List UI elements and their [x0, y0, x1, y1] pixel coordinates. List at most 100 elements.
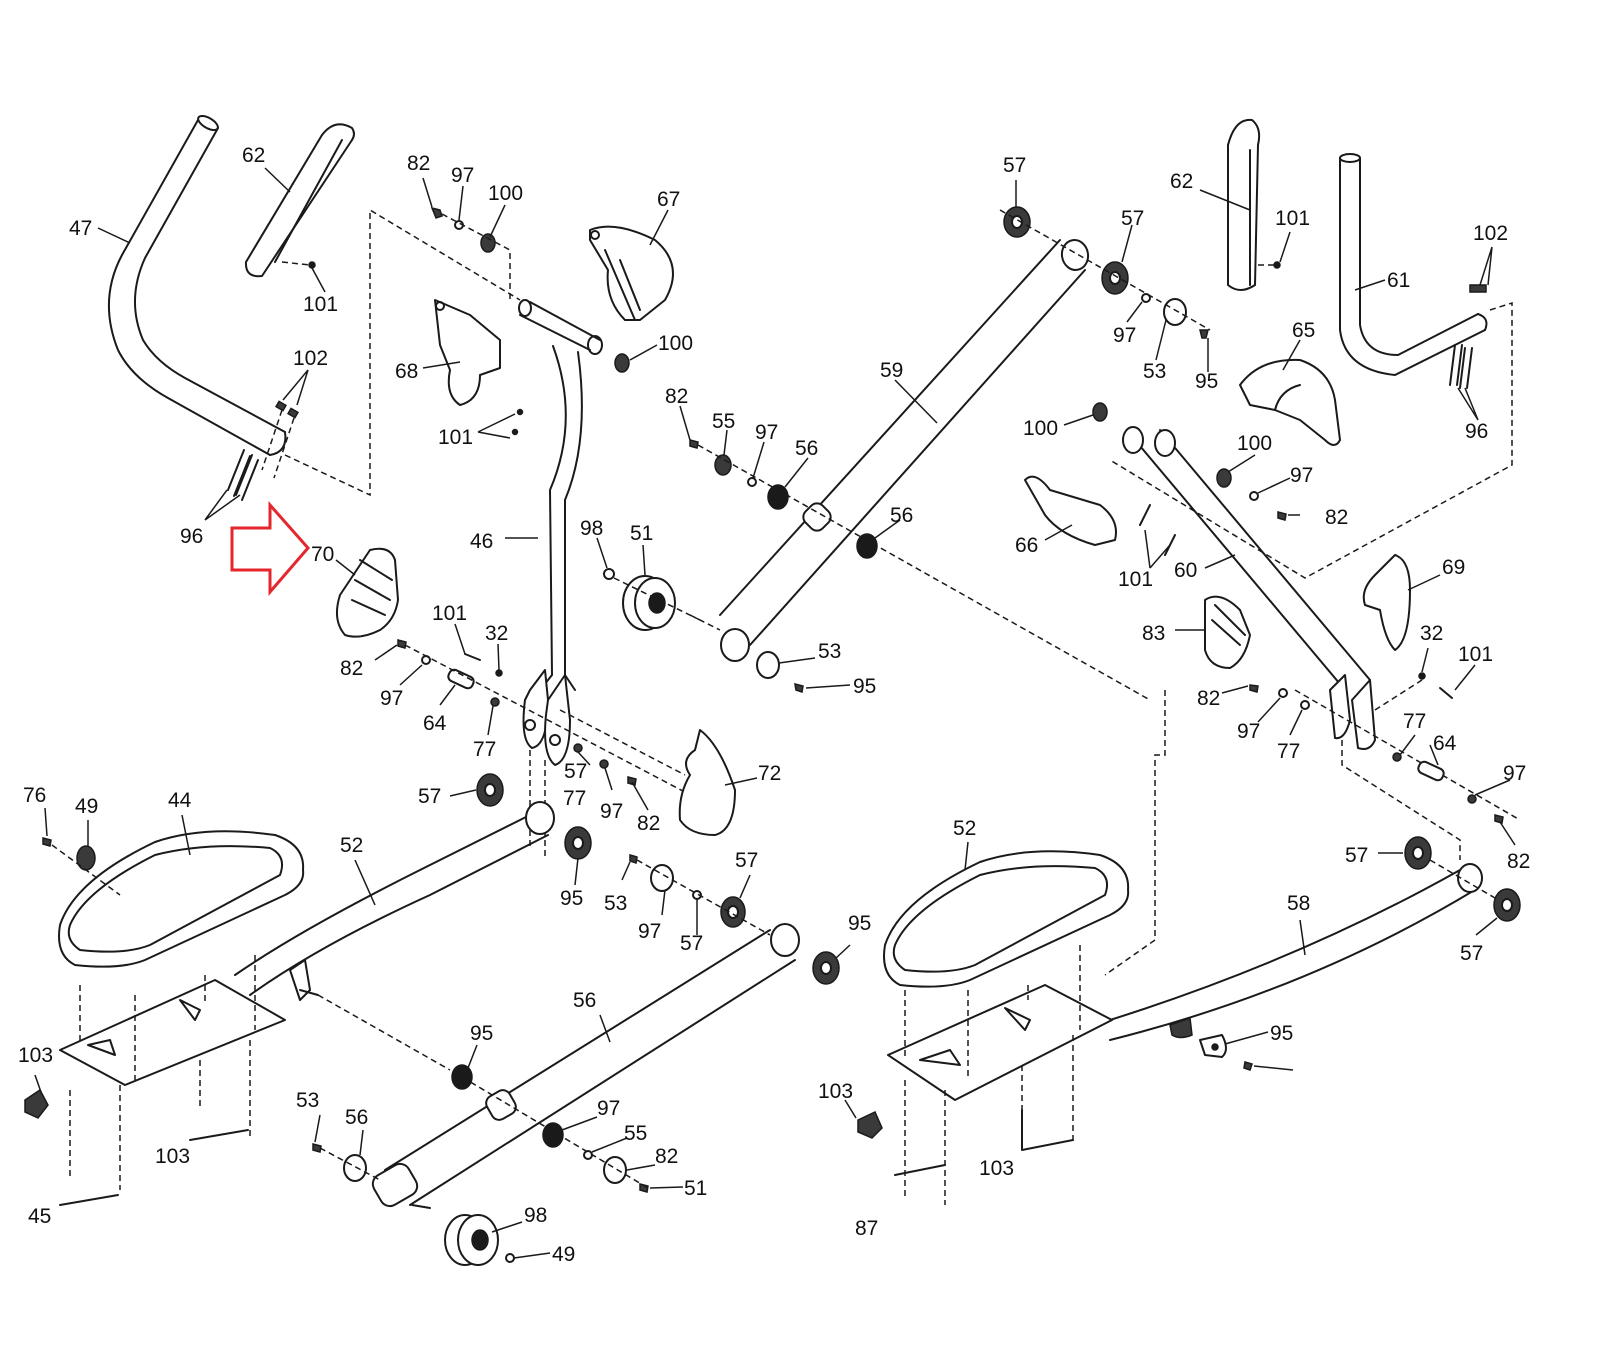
part-label: 61: [1387, 269, 1410, 292]
lower-arm-44: [234, 773, 592, 1071]
part-label: 53: [604, 892, 627, 915]
lower-arm-45: [312, 854, 840, 1266]
part-label: 64: [423, 712, 447, 735]
part-label: 56: [345, 1106, 368, 1129]
hardware-right-pivot: [1249, 672, 1521, 860]
part-label: 82: [1197, 687, 1220, 710]
part-label: 53: [1143, 360, 1166, 383]
part-label: 101: [1118, 568, 1153, 591]
shroud-72: [678, 729, 736, 836]
part-label: 97: [1237, 720, 1260, 743]
part-label: 60: [1174, 559, 1197, 582]
shroud-66: [1024, 475, 1117, 546]
part-label: 51: [630, 522, 653, 545]
part-label: 69: [1442, 556, 1465, 579]
part-label: 102: [293, 347, 328, 370]
pedal-49-right: [857, 850, 1130, 1205]
part-label: 57: [1121, 207, 1144, 230]
part-label: 87: [855, 1217, 878, 1240]
shroud-65: [1239, 358, 1341, 446]
part-label: 82: [340, 657, 363, 680]
part-label: 101: [303, 293, 338, 316]
part-label: 95: [1270, 1022, 1293, 1045]
part-label: 101: [1275, 207, 1310, 230]
part-label: 67: [657, 188, 680, 211]
fastener-101-left-top: [281, 261, 316, 269]
part-label: 97: [638, 920, 661, 943]
grip-62-right: [1227, 118, 1281, 291]
part-label: 57: [680, 932, 703, 955]
part-label: 53: [296, 1089, 319, 1112]
column-46: [518, 299, 603, 766]
part-label: 97: [451, 164, 474, 187]
part-label: 77: [1277, 740, 1300, 763]
hardware-82-55-97-56: [689, 439, 1151, 701]
part-label: 55: [624, 1122, 647, 1145]
bearings-57-upper: [999, 206, 1211, 339]
part-label: 82: [1507, 850, 1530, 873]
part-label: 103: [18, 1044, 53, 1067]
shroud-69: [1362, 554, 1411, 651]
part-label: 46: [470, 530, 493, 553]
part-label: 77: [473, 738, 496, 761]
part-labels: 47 62 101 102 96 70 82 97 100 67 68 100 …: [18, 144, 1530, 1266]
part-label: 101: [432, 602, 467, 625]
part-label: 57: [1003, 154, 1026, 177]
part-label: 102: [1473, 222, 1508, 245]
part-label: 57: [1345, 844, 1368, 867]
part-label: 52: [953, 817, 976, 840]
part-label: 52: [340, 834, 363, 857]
part-label: 100: [1023, 417, 1058, 440]
part-label: 55: [712, 410, 735, 433]
part-label: 56: [795, 437, 818, 460]
part-label: 51: [684, 1177, 707, 1200]
highlight-arrow-icon: [230, 501, 310, 597]
part-label: 32: [1420, 622, 1443, 645]
assembly-line-right-vertical: [1104, 690, 1166, 976]
part-label: 59: [880, 359, 903, 382]
part-label: 100: [658, 332, 693, 355]
part-label: 47: [69, 217, 92, 240]
part-label: 72: [758, 762, 781, 785]
fasteners-102-96-left: [227, 400, 299, 501]
part-label: 44: [168, 789, 192, 812]
part-label: 97: [1113, 324, 1136, 347]
part-label-highlighted: 70: [311, 543, 334, 566]
grip-62-left: [244, 123, 355, 278]
part-label: 57: [564, 760, 587, 783]
part-label: 103: [818, 1080, 853, 1103]
lower-arm-58: [1109, 836, 1521, 1071]
shroud-83: [1204, 595, 1251, 669]
part-label: 103: [155, 1145, 190, 1168]
part-label: 97: [755, 421, 778, 444]
part-label: 64: [1433, 732, 1457, 755]
link-arm-59: [689, 239, 1090, 662]
part-label: 103: [979, 1157, 1014, 1180]
part-label: 95: [848, 912, 871, 935]
shroud-68: [434, 299, 501, 406]
part-label: 97: [1290, 464, 1313, 487]
part-label: 49: [75, 795, 98, 818]
part-label: 57: [418, 785, 441, 808]
part-label: 95: [470, 1022, 493, 1045]
part-label: 97: [380, 687, 403, 710]
part-label: 77: [563, 787, 586, 810]
leader-lines: [34, 167, 1516, 1259]
shroud-70-highlighted: [335, 547, 399, 638]
part-label: 98: [524, 1204, 547, 1227]
part-label: 96: [180, 525, 203, 548]
upper-arm-61: [1339, 153, 1488, 389]
part-label: 97: [1503, 762, 1526, 785]
part-label: 100: [488, 182, 523, 205]
shroud-67: [589, 225, 674, 321]
part-label: 66: [1015, 534, 1038, 557]
link-60: [1092, 402, 1376, 750]
part-label: 100: [1237, 432, 1272, 455]
part-label: 95: [1195, 370, 1218, 393]
part-label: 98: [580, 517, 603, 540]
part-label: 82: [665, 385, 688, 408]
part-label: 32: [485, 622, 508, 645]
part-label: 49: [552, 1243, 575, 1266]
part-label: 77: [1403, 710, 1426, 733]
